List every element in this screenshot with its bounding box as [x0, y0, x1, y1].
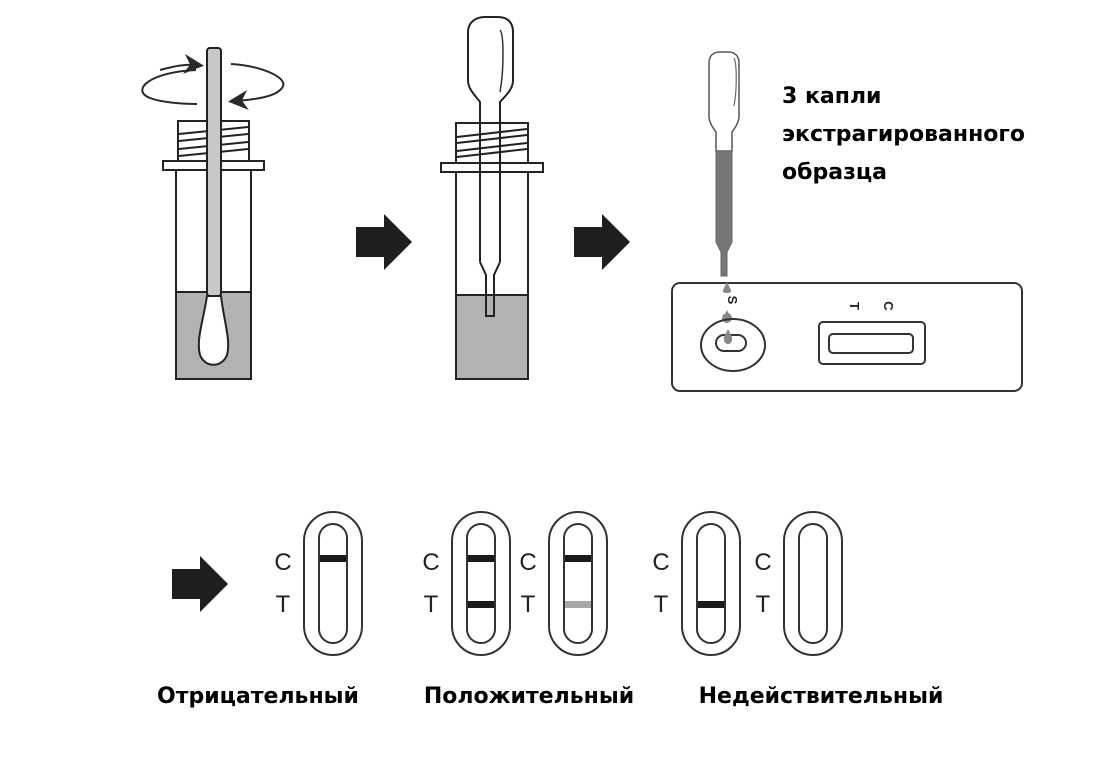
step-arrow-icon — [356, 214, 412, 270]
result-strip: CT — [652, 511, 741, 656]
annotation-line-3: образца — [782, 160, 887, 185]
pipette-sample — [715, 150, 733, 277]
window-label-t: T — [847, 302, 862, 310]
cap-threads — [456, 128, 528, 158]
dropper-bulb — [467, 16, 514, 117]
swab-tip — [197, 295, 230, 366]
result-label-invalid: Недействительный — [699, 684, 944, 709]
step-arrow-icon — [574, 214, 630, 270]
swab-stick — [206, 47, 222, 297]
step-arrow-icon — [172, 556, 228, 612]
dropper-nozzle — [479, 261, 501, 317]
step-2-dropper-tube — [440, 16, 544, 380]
test-line — [698, 601, 724, 608]
test-label: T — [521, 591, 536, 618]
result-strip: CT — [754, 511, 843, 656]
tube-body — [455, 122, 529, 380]
annotation-line-1: 3 капли — [782, 84, 881, 109]
control-label: C — [422, 549, 439, 576]
result-window — [818, 321, 926, 365]
rotate-arrow-right — [228, 63, 285, 110]
drops-annotation: 3 капли экстрагированного образца — [782, 84, 1033, 185]
control-label: C — [519, 549, 536, 576]
tube-collar — [440, 162, 544, 173]
result-strip: CT — [519, 511, 608, 656]
test-label: T — [276, 591, 291, 618]
result-strip — [828, 333, 914, 354]
sample-well-label: S — [725, 296, 740, 305]
sample-well — [700, 318, 766, 372]
strip-window — [466, 523, 496, 644]
control-label: C — [754, 549, 771, 576]
test-line — [565, 601, 591, 608]
test-label: T — [424, 591, 439, 618]
control-label: C — [652, 549, 669, 576]
strip-window — [318, 523, 348, 644]
control-line — [320, 555, 346, 562]
step-3-apply-sample: S T C 3 капли экстрагированного образца — [671, 51, 1033, 392]
control-label: C — [274, 549, 291, 576]
result-label-negative: Отрицательный — [157, 684, 359, 709]
window-label-c: C — [881, 301, 896, 311]
step-1-swab-tube — [141, 47, 285, 380]
test-label: T — [756, 591, 771, 618]
result-label-positive: Положительный — [424, 684, 634, 709]
rotate-arrows-icon — [141, 53, 285, 110]
result-strip: CT — [422, 511, 511, 656]
control-line — [468, 555, 494, 562]
test-line — [468, 601, 494, 608]
annotation-line-2: экстрагированного — [782, 122, 1025, 147]
extraction-liquid — [455, 294, 529, 380]
control-line — [565, 555, 591, 562]
strip-window — [798, 523, 828, 644]
rotate-arrow-left — [141, 69, 198, 105]
strip-window — [696, 523, 726, 644]
pipette-bulb — [708, 51, 740, 145]
test-cassette — [671, 282, 1023, 392]
test-label: T — [654, 591, 669, 618]
result-strip: CT — [274, 511, 363, 656]
strip-window — [563, 523, 593, 644]
